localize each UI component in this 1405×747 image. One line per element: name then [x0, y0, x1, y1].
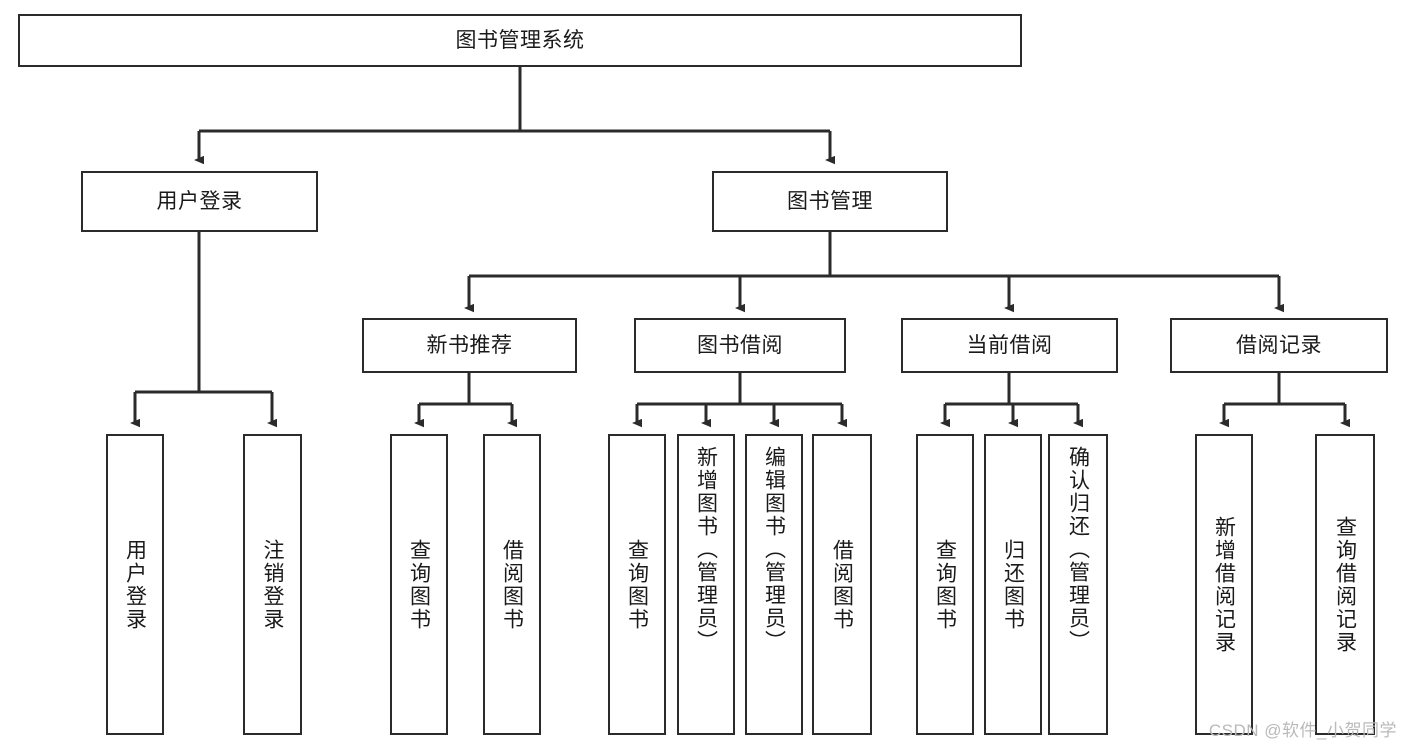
- node-leaf-edit-book-admin[interactable]: 编辑图书（管理员）: [745, 434, 803, 735]
- node-leaf-query-borrow-record[interactable]: 查询借阅记录: [1315, 434, 1375, 735]
- node-leaf-query-book-current-label: 查询图书: [933, 538, 957, 631]
- node-book-management[interactable]: 图书管理: [712, 171, 948, 232]
- node-leaf-query-book-recommend-label: 查询图书: [407, 538, 431, 631]
- node-leaf-edit-book-admin-label: 编辑图书（管理员）: [762, 446, 786, 653]
- node-borrow-record[interactable]: 借阅记录: [1170, 318, 1388, 373]
- node-leaf-borrow-book[interactable]: 借阅图书: [812, 434, 872, 735]
- node-user-login[interactable]: 用户登录: [81, 171, 318, 232]
- node-leaf-borrow-book-recommend-label: 借阅图书: [500, 538, 524, 631]
- node-leaf-return-book[interactable]: 归还图书: [984, 434, 1042, 735]
- node-leaf-confirm-return-admin-label: 确认归还（管理员）: [1066, 446, 1090, 653]
- node-root-label: 图书管理系统: [455, 28, 585, 52]
- node-new-book-recommend[interactable]: 新书推荐: [362, 318, 577, 373]
- node-leaf-query-book-label: 查询图书: [625, 538, 649, 631]
- node-leaf-user-logout-label: 注销登录: [261, 538, 284, 631]
- node-book-borrow-label: 图书借阅: [697, 333, 783, 357]
- node-user-login-label: 用户登录: [156, 189, 243, 213]
- node-leaf-return-book-label: 归还图书: [1001, 538, 1025, 631]
- node-current-borrow[interactable]: 当前借阅: [901, 318, 1118, 373]
- node-leaf-borrow-book-recommend[interactable]: 借阅图书: [483, 434, 541, 735]
- node-leaf-borrow-book-label: 借阅图书: [830, 538, 854, 631]
- node-leaf-query-book-current[interactable]: 查询图书: [916, 434, 974, 735]
- node-leaf-user-login-label: 用户登录: [123, 538, 147, 631]
- node-root[interactable]: 图书管理系统: [18, 14, 1022, 67]
- node-leaf-query-book-recommend[interactable]: 查询图书: [390, 434, 448, 735]
- node-book-management-label: 图书管理: [787, 189, 873, 213]
- node-leaf-add-borrow-record[interactable]: 新增借阅记录: [1195, 434, 1253, 735]
- node-leaf-query-book[interactable]: 查询图书: [608, 434, 666, 735]
- node-new-book-recommend-label: 新书推荐: [426, 333, 513, 357]
- node-book-borrow[interactable]: 图书借阅: [634, 318, 846, 373]
- node-leaf-add-book-admin-label: 新增图书（管理员）: [694, 446, 718, 653]
- node-leaf-user-logout[interactable]: 注销登录: [243, 434, 302, 735]
- node-leaf-confirm-return-admin[interactable]: 确认归还（管理员）: [1048, 434, 1108, 735]
- node-leaf-add-book-admin[interactable]: 新增图书（管理员）: [677, 434, 735, 735]
- node-current-borrow-label: 当前借阅: [966, 333, 1053, 357]
- node-leaf-query-borrow-record-label: 查询借阅记录: [1333, 515, 1357, 654]
- node-leaf-user-login[interactable]: 用户登录: [106, 434, 164, 735]
- node-leaf-add-borrow-record-label: 新增借阅记录: [1212, 515, 1236, 654]
- node-borrow-record-label: 借阅记录: [1236, 333, 1322, 357]
